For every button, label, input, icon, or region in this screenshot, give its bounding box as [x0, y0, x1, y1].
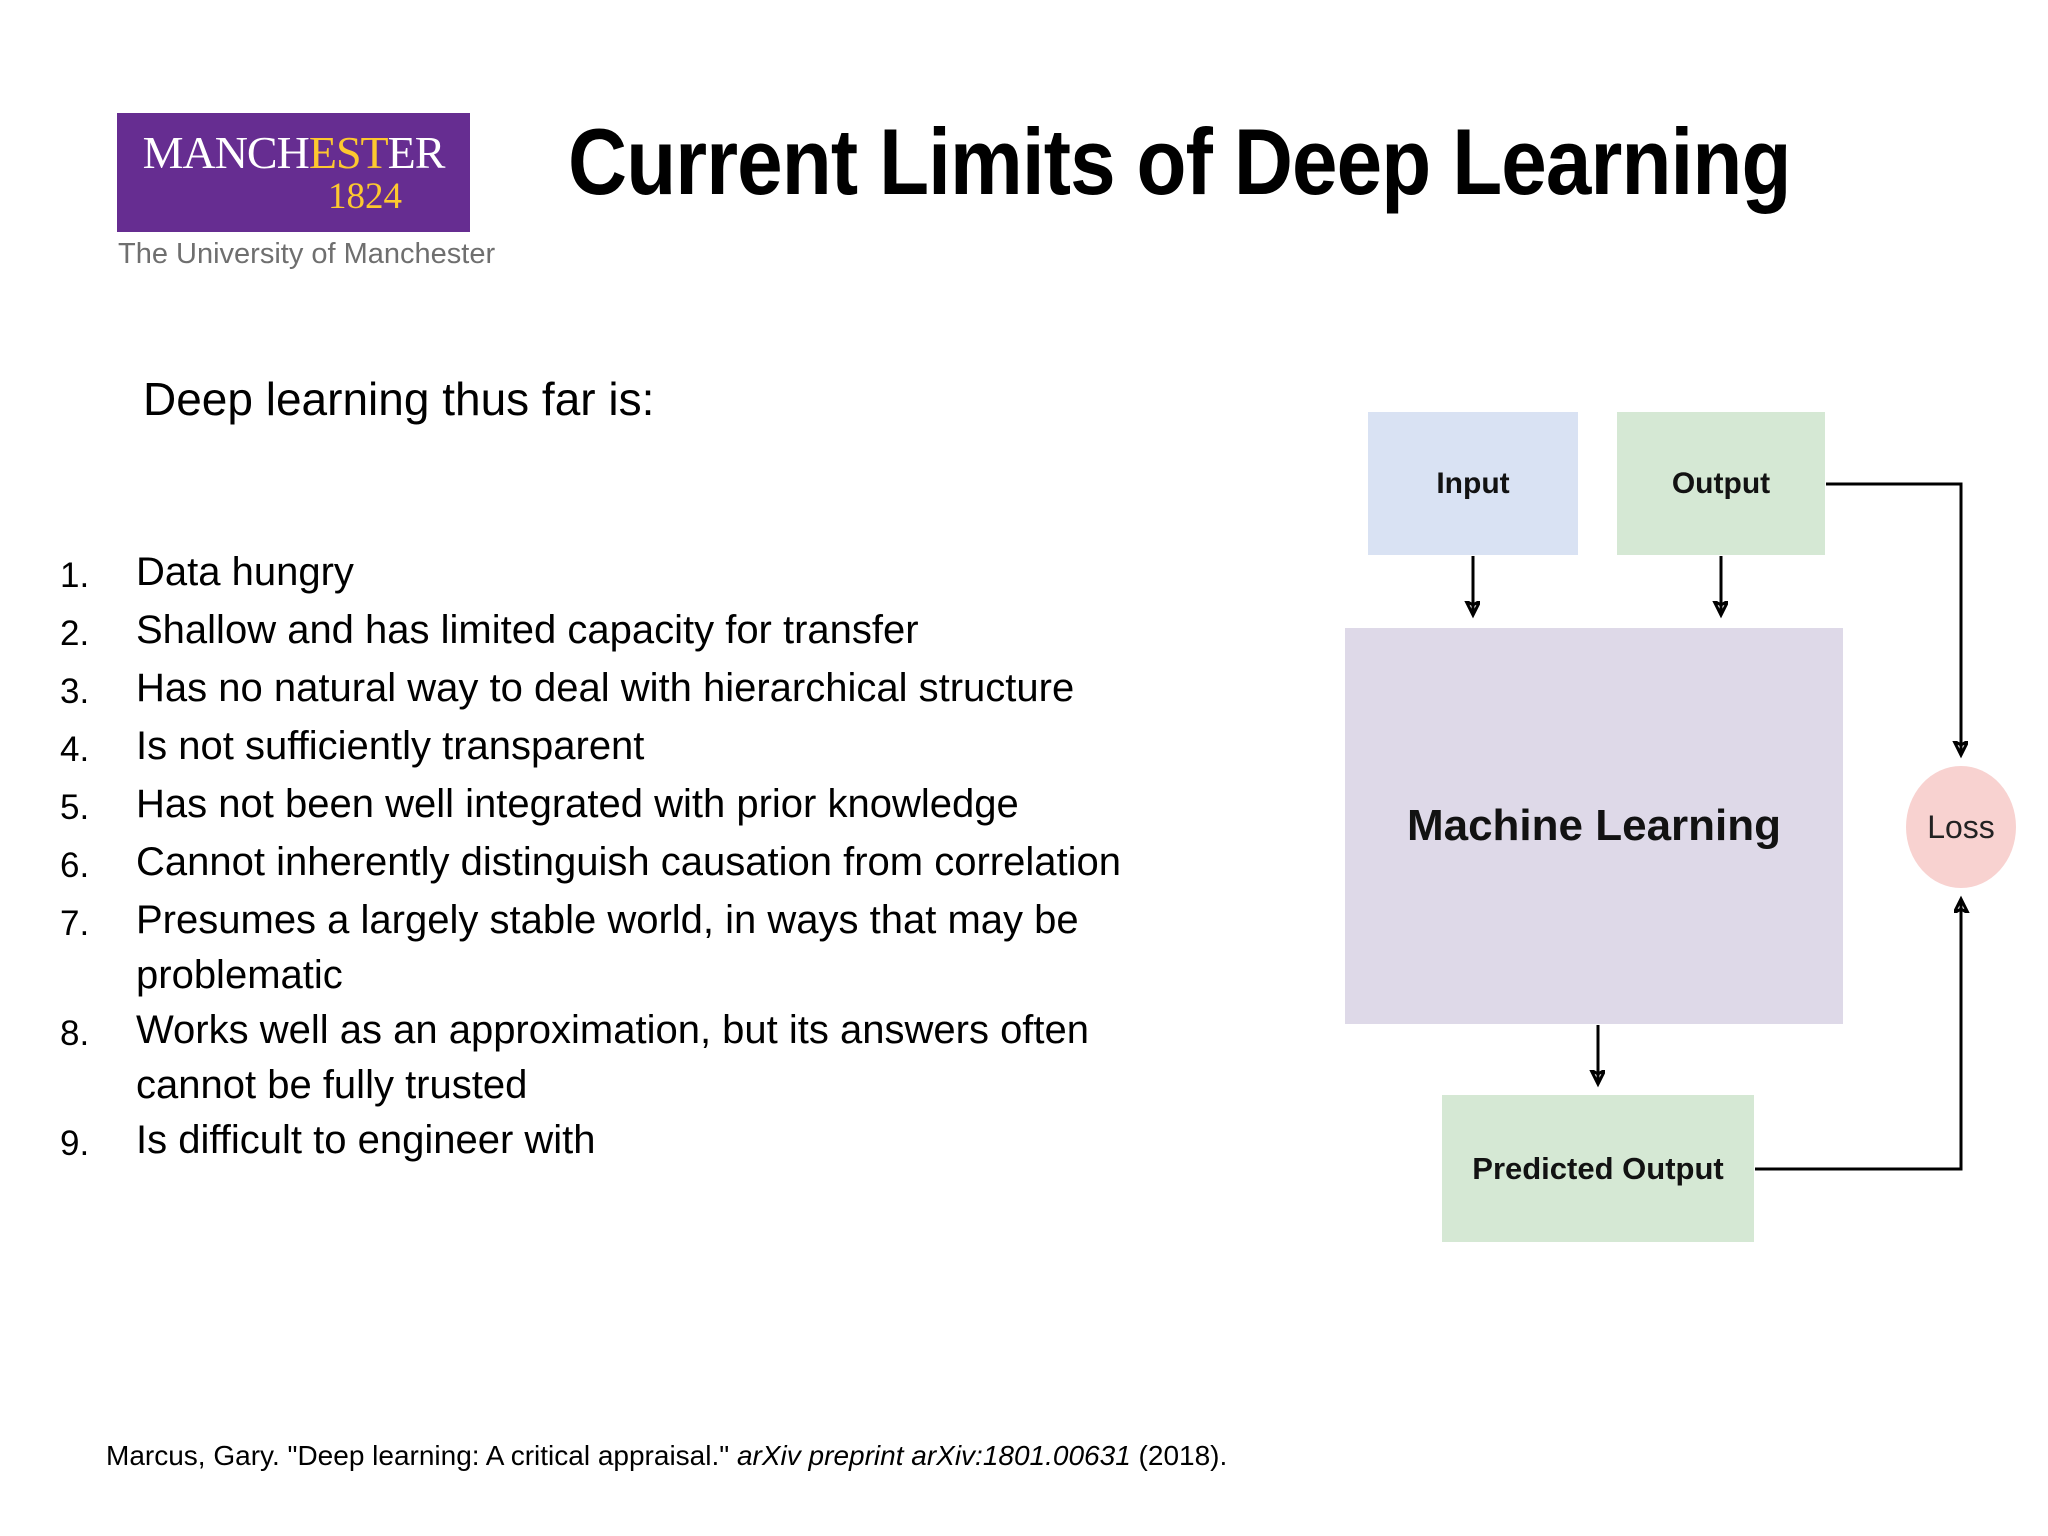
list-item-text: Has no natural way to deal with hierarch…: [136, 666, 1075, 710]
list-item: 9. Is difficult to engineer with: [60, 1113, 1300, 1171]
list-item: 6. Cannot inherently distinguish causatio…: [60, 835, 1300, 893]
list-item-number: 8.: [60, 1014, 90, 1053]
citation-prefix: Marcus, Gary. "Deep learning: A critical…: [106, 1440, 737, 1471]
page-title: Current Limits of Deep Learning: [568, 109, 1791, 214]
list-item-number: 4.: [60, 730, 90, 769]
list-item: 5. Has not been well integrated with prio…: [60, 777, 1300, 835]
diagram-predicted-output-label: Predicted Output: [1472, 1150, 1724, 1186]
diagram-loss-label: Loss: [1927, 808, 1995, 845]
logo-wordmark-prefix: MANCH: [142, 127, 310, 178]
list-item-text: Is difficult to engineer with: [136, 1118, 596, 1162]
diagram-output-label: Output: [1671, 466, 1771, 500]
university-logo: MANCHESTER 1824: [117, 113, 470, 232]
list-item: 4. Is not sufficiently transparent: [60, 719, 1300, 777]
logo-year: 1824: [328, 176, 402, 217]
list-item-text: Is not sufficiently transparent: [136, 724, 645, 768]
diagram-predicted-output-box: Predicted Output: [1442, 1095, 1754, 1242]
list-item-text: Has not been well integrated with prior …: [136, 782, 1019, 826]
list-item: 8. Works well as an approximation, but it…: [60, 1003, 1300, 1113]
diagram-input-box: Input: [1368, 412, 1578, 555]
list-item-text: Data hungry: [136, 550, 354, 594]
diagram-output-box: Output: [1617, 412, 1825, 555]
logo-wordmark-highlight: EST: [308, 127, 389, 178]
diagram-machine-learning-box: Machine Learning: [1345, 628, 1843, 1024]
citation: Marcus, Gary. "Deep learning: A critical…: [106, 1440, 1227, 1472]
diagram-machine-learning-label: Machine Learning: [1406, 801, 1782, 850]
list-item-number: 2.: [60, 614, 90, 653]
list-item-number: 6.: [60, 846, 90, 885]
citation-suffix: (2018).: [1130, 1440, 1228, 1471]
logo-wordmark-suffix: ER: [387, 127, 446, 178]
citation-italic: arXiv preprint arXiv:1801.00631: [736, 1440, 1131, 1471]
limits-list: 1. Data hungry 2. Shallow and has limited …: [60, 545, 1300, 1171]
diagram-input-label: Input: [1436, 466, 1510, 500]
list-item: 1. Data hungry: [60, 545, 1300, 603]
list-item-number: 9.: [60, 1124, 90, 1163]
list-item-number: 5.: [60, 788, 90, 827]
list-item-text: Presumes a largely stable world, in ways…: [136, 898, 1079, 997]
logo-wordmark: MANCHESTER: [142, 127, 446, 178]
list-item-text: Shallow and has limited capacity for tra…: [136, 608, 919, 652]
intro-text: Deep learning thus far is:: [143, 373, 655, 425]
list-item-number: 3.: [60, 672, 90, 711]
logo-tagline: The University of Manchester: [118, 238, 496, 270]
list-item-number: 7.: [60, 904, 90, 943]
diagram-loss-ellipse: Loss: [1906, 766, 2016, 888]
connector-output-to-loss: [1826, 482, 1961, 754]
list-item: 3. Has no natural way to deal with hierar…: [60, 661, 1300, 719]
list-item-text: Cannot inherently distinguish causation …: [136, 840, 1121, 884]
list-item-number: 1.: [60, 556, 90, 595]
list-item-text: Works well as an approximation, but its …: [136, 1008, 1090, 1107]
list-item: 7. Presumes a largely stable world, in wa…: [60, 893, 1300, 1003]
list-item: 2. Shallow and has limited capacity for t…: [60, 603, 1300, 661]
